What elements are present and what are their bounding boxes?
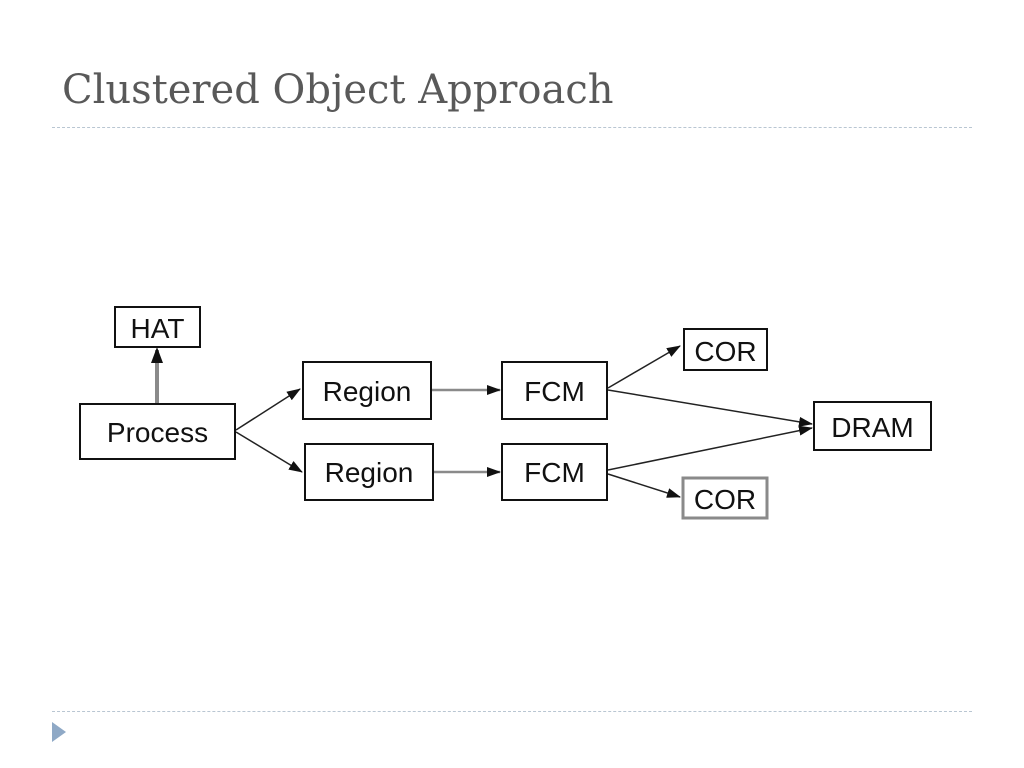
edge-process-to-region-bottom xyxy=(235,431,303,473)
node-cor-bottom-label: COR xyxy=(694,484,756,515)
node-cor-top: COR xyxy=(683,328,768,371)
node-cor-top-label: COR xyxy=(694,336,756,367)
slide-corner-arrow-icon xyxy=(52,722,66,742)
edge-process-to-hat-arrowhead xyxy=(151,347,163,363)
node-region-bottom: Region xyxy=(304,443,434,501)
slide-title: Clustered Object Approach xyxy=(62,67,614,113)
title-divider xyxy=(52,127,972,128)
node-fcm-top: FCM xyxy=(501,361,608,420)
edge-process-to-region-top xyxy=(235,388,301,431)
node-fcm-bottom: FCM xyxy=(501,443,608,501)
node-dram: DRAM xyxy=(813,401,932,451)
edge-fcm-bottom-to-dram xyxy=(607,425,813,471)
node-hat: HAT xyxy=(114,306,201,348)
node-cor-bottom: COR xyxy=(681,476,769,520)
node-region-bottom-label: Region xyxy=(325,457,414,488)
node-region-top-label: Region xyxy=(323,376,412,407)
node-region-top: Region xyxy=(302,361,432,420)
node-process: Process xyxy=(79,403,236,460)
edge-fcm-top-to-dram xyxy=(607,389,813,427)
footer-divider xyxy=(52,711,972,712)
node-process-label: Process xyxy=(107,417,208,448)
node-hat-label: HAT xyxy=(131,313,185,344)
edge-fcm-top-to-cor-top xyxy=(607,345,681,389)
edge-fcm-bottom-to-cor-bottom xyxy=(607,473,681,498)
node-fcm-top-label: FCM xyxy=(524,376,585,407)
node-fcm-bottom-label: FCM xyxy=(524,457,585,488)
node-dram-label: DRAM xyxy=(831,412,913,443)
